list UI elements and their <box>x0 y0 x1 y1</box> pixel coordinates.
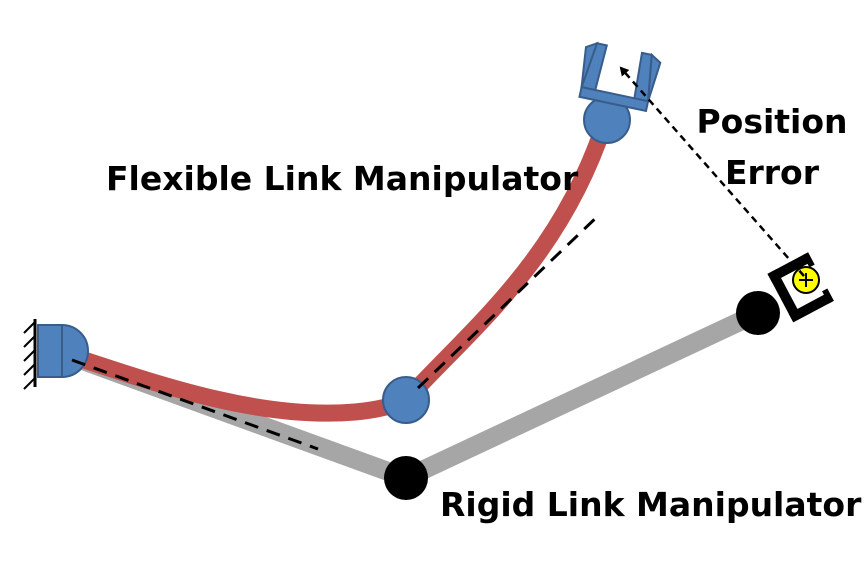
position-error-arrow <box>619 66 805 277</box>
flexible-link-1 <box>57 345 415 422</box>
fixed-base-icon <box>23 319 37 390</box>
rigid-link-2 <box>396 303 768 488</box>
rigid-manipulator <box>52 252 834 500</box>
rigid-elbow-joint <box>384 456 428 500</box>
flexible-manipulator-label: Flexible Link Manipulator <box>106 159 579 198</box>
tangent-dashed-line-2 <box>416 212 602 390</box>
flexible-link-2 <box>397 113 614 409</box>
flexible-elbow-joint <box>382 376 430 424</box>
tangent-dashed-line-1 <box>71 358 319 451</box>
rigid-gripper-icon <box>767 252 834 323</box>
target-marker-icon <box>792 266 820 294</box>
rigid-tip-joint <box>736 291 780 335</box>
position-error-label-line1: Position <box>696 102 847 141</box>
rigid-manipulator-label: Rigid Link Manipulator <box>440 485 862 524</box>
position-error-label-line2: Error <box>725 153 820 192</box>
flexible-gripper-icon <box>578 41 662 113</box>
flexible-manipulator <box>37 41 662 424</box>
